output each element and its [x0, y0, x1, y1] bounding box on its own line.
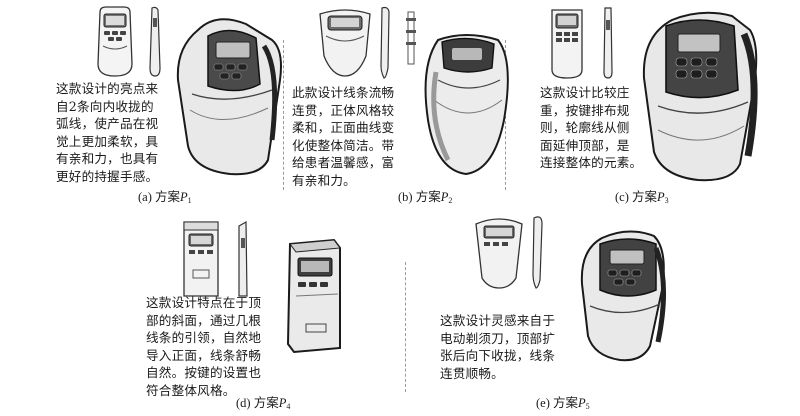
device-sketch-p5-perspective — [580, 230, 666, 362]
caption-p1: (a) 方案P1 — [138, 190, 192, 205]
device-sketch-p4-front — [183, 221, 219, 297]
divider-d-e — [405, 262, 406, 392]
device-sketch-p1-perspective — [176, 18, 282, 176]
description-p5: 这款设计灵感来自于 电动剃须刀，顶部扩 张后向下收拢，线条 连贯顺畅。 — [440, 313, 556, 381]
device-sketch-p3-perspective — [642, 11, 758, 182]
panel-p5: 这款设计灵感来自于 电动剃须刀，顶部扩 张后向下收拢，线条 连贯顺畅。 (e) … — [400, 210, 800, 416]
description-p4: 这款设计特点在于顶 部的斜面，通过几根 线条的引领，自然地 导入正面，线条舒畅 … — [146, 295, 262, 398]
device-sketch-p1-front — [97, 6, 133, 77]
device-sketch-p2-top — [406, 11, 416, 65]
description-p2: 此款设计线条流畅 连贯，正体风格较 柔和，正面曲线变 化使整体简洁。带 给患者温… — [292, 85, 395, 188]
device-sketch-p4-side — [238, 220, 248, 297]
caption-p5: (e) 方案P5 — [536, 396, 590, 411]
device-sketch-p5-side — [532, 216, 543, 289]
device-sketch-p4-perspective — [286, 238, 341, 354]
device-sketch-p3-front — [551, 9, 583, 79]
device-sketch-p2-side — [380, 6, 390, 79]
device-sketch-p3-side — [603, 7, 613, 79]
panel-p1: 这款设计的亮点来 自2条向内收拢的 弧线，使产品在视 觉上更加柔软，具 有亲和力… — [0, 0, 290, 210]
caption-p3: (c) 方案P3 — [615, 190, 669, 205]
description-p3: 这款设计比较庄 重，按键排布规 则，轮廓线从侧 面延伸顶部，是 连接整体的元素。 — [540, 85, 643, 171]
panel-p2: 此款设计线条流畅 连贯，正体风格较 柔和，正面曲线变 化使整体简洁。带 给患者温… — [0, 0, 520, 210]
caption-p4: (d) 方案P4 — [236, 396, 291, 411]
caption-p2: (b) 方案P2 — [398, 190, 453, 205]
divider-a-b — [283, 40, 284, 190]
panel-p3: 这款设计比较庄 重，按键排布规 则，轮廓线从侧 面延伸顶部，是 连接整体的元素。… — [540, 7, 758, 205]
device-sketch-p5-front — [475, 218, 523, 289]
device-sketch-p2-perspective — [424, 34, 509, 176]
panel-p4: 这款设计特点在于顶 部的斜面，通过几根 线条的引领，自然地 导入正面，线条舒畅 … — [0, 210, 400, 416]
device-sketch-p2-front — [319, 9, 371, 77]
description-p1: 这款设计的亮点来 自2条向内收拢的 弧线，使产品在视 觉上更加柔软，具 有亲和力… — [56, 81, 159, 184]
device-sketch-p1-side — [149, 6, 161, 77]
